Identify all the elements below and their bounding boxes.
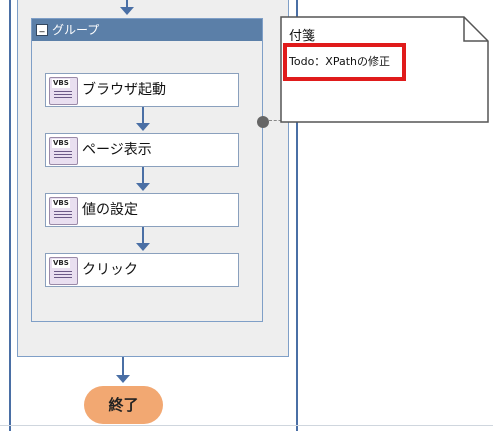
vbs-script-icon: VBS: [49, 77, 78, 105]
end-node[interactable]: 終了: [84, 386, 163, 424]
node-label: ブラウザ起動: [82, 82, 166, 98]
arrow-down-icon: [136, 243, 150, 251]
vbs-script-icon: VBS: [49, 257, 78, 285]
arrow-down-icon: [136, 183, 150, 191]
connector-handle[interactable]: [257, 116, 269, 128]
action-node-set-value[interactable]: VBS 値の設定: [45, 193, 239, 227]
action-node-browser-launch[interactable]: VBS ブラウザ起動: [45, 73, 239, 107]
arrow-down-icon: [120, 7, 134, 15]
sticky-note-text[interactable]: Todo：XPathの修正: [289, 55, 390, 68]
highlight-box: [283, 43, 406, 81]
action-node-click[interactable]: VBS クリック: [45, 253, 239, 287]
note-connector: [269, 120, 291, 121]
sticky-note-title: 付箋: [289, 29, 316, 44]
vbs-script-icon: VBS: [49, 137, 78, 165]
connector-line: [122, 357, 124, 375]
arrow-down-icon: [116, 375, 130, 383]
arrow-down-icon: [136, 123, 150, 131]
action-node-page-display[interactable]: VBS ページ表示: [45, 133, 239, 167]
connector-line: [142, 227, 144, 243]
node-label: クリック: [82, 262, 138, 278]
collapse-button[interactable]: _: [36, 23, 48, 36]
group-header[interactable]: _ グループ: [32, 19, 262, 41]
connector-line: [142, 167, 144, 183]
canvas-bottom-border: [0, 425, 493, 426]
node-label: 値の設定: [82, 202, 138, 218]
vbs-script-icon: VBS: [49, 197, 78, 225]
node-label: ページ表示: [82, 142, 152, 158]
group-title: グループ: [52, 23, 100, 37]
connector-line: [142, 107, 144, 123]
connector-line: [126, 0, 128, 8]
